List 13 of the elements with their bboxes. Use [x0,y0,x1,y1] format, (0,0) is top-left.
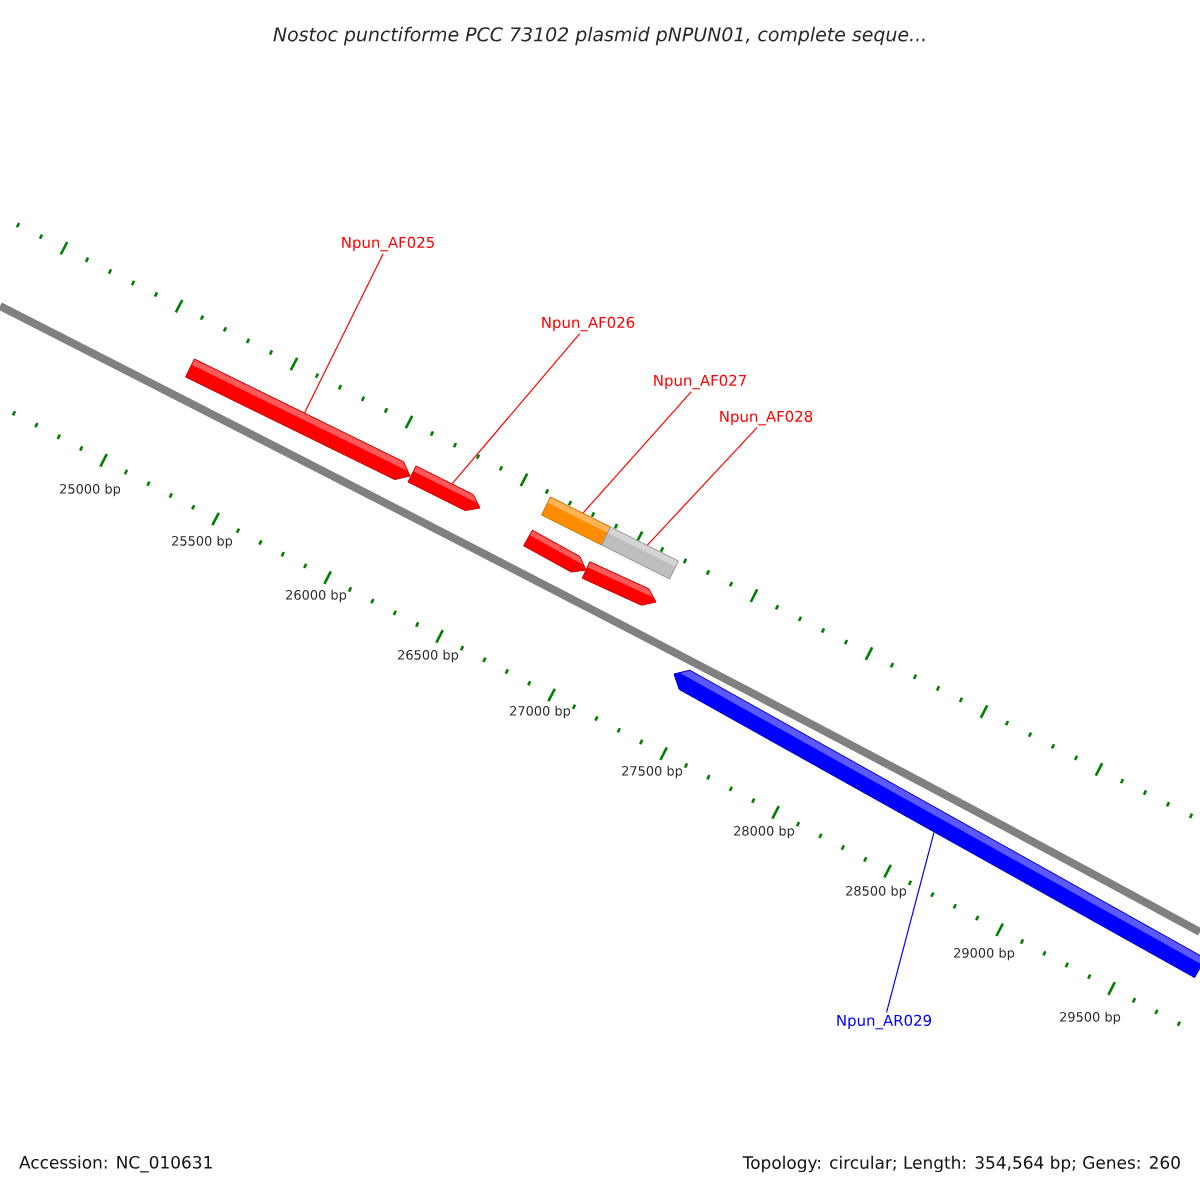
accession-note: Accession: NC_010631 [19,1155,212,1173]
gene-feature [407,465,481,512]
gene-feature [523,529,587,573]
gene-bar [601,526,679,580]
leader-line [646,427,758,546]
leader-line [304,253,384,414]
leader-line [885,831,935,1013]
gene-feature [581,561,657,606]
leader-line [451,333,581,485]
title: Nostoc punctiforme PCC 73102 plasmid pNPUN01, complete seque... [273,26,925,46]
summary-note: Topology: circular; Length: 354,564 bp; Genes: 260 [742,1155,1180,1173]
leader-line [582,391,692,514]
gene-feature [185,358,411,481]
